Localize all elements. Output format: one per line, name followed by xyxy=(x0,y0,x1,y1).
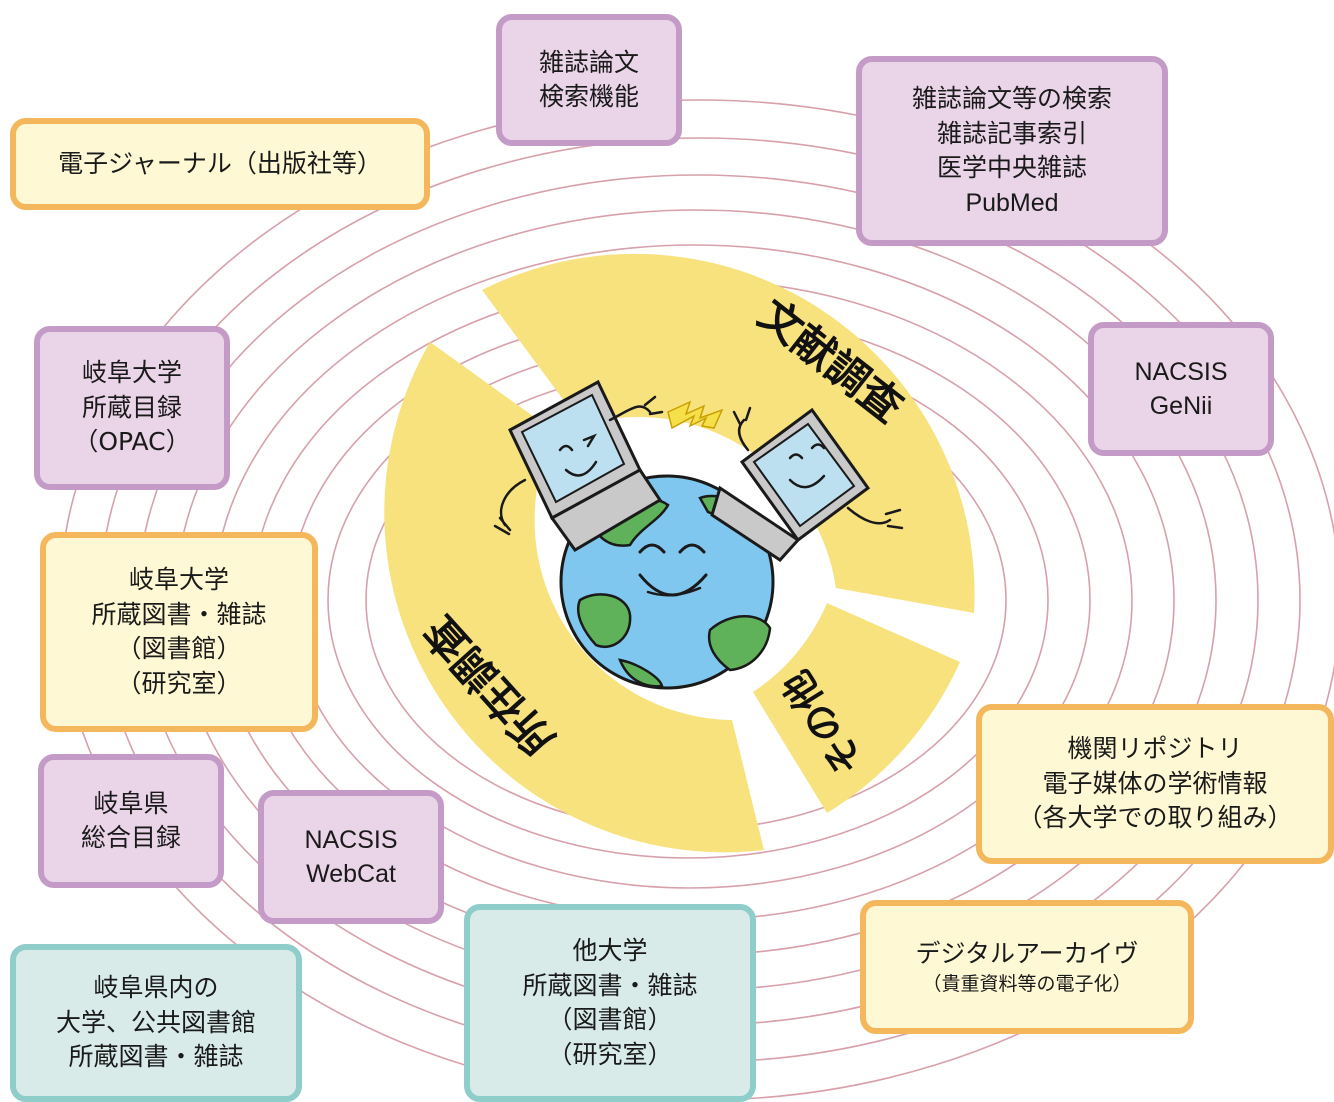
box-line: （各大学での取り組み） xyxy=(1017,803,1293,833)
digital-archive-box[interactable]: デジタルアーカイヴ （貴重資料等の電子化） xyxy=(860,900,1194,1034)
literature-survey-sector xyxy=(482,253,975,614)
other-sector xyxy=(753,603,960,813)
box-line: WebCat xyxy=(306,860,396,888)
box-line: 所蔵図書・雑誌 xyxy=(91,599,267,629)
digital-archive-note: （貴重資料等の電子化） xyxy=(922,973,1132,996)
box-line: NACSIS xyxy=(304,825,398,854)
box-line: 雑誌論文 xyxy=(538,47,639,77)
box-line: 雑誌論文等の検索 xyxy=(911,84,1112,113)
box-line: 所蔵図書・雑誌 xyxy=(522,970,698,1000)
box-line: 検索機能 xyxy=(538,82,639,111)
box-line: （図書館） xyxy=(547,1005,673,1034)
box-line: 電子媒体の学術情報 xyxy=(1042,768,1268,798)
digital-archive-title: デジタルアーカイヴ xyxy=(915,938,1139,968)
article-search-box[interactable]: 雑誌論文等の検索 雑誌記事索引 医学中央雑誌 PubMed xyxy=(856,56,1168,246)
location-survey-sector xyxy=(384,342,764,853)
box-line: 機関リポジトリ xyxy=(1067,734,1243,764)
smiling-globe-icon xyxy=(559,474,775,690)
nacsis-genii-box[interactable]: NACSIS GeNii xyxy=(1088,322,1274,456)
box-line: 所蔵図書・雑誌 xyxy=(68,1042,244,1072)
smiling-computer-icon xyxy=(710,406,904,562)
box-line: 岐阜大学 xyxy=(128,565,229,594)
box-line: 所蔵目録 xyxy=(81,392,182,422)
box-line: NACSIS xyxy=(1134,357,1228,386)
box-line: （研究室） xyxy=(116,668,242,698)
box-line: 岐阜県内の xyxy=(93,973,219,1003)
box-line: 岐阜県 xyxy=(93,788,169,818)
box-line: GeNii xyxy=(1149,392,1213,420)
other-univ-box[interactable]: 他大学 所蔵図書・雑誌 （図書館） （研究室） xyxy=(464,904,756,1102)
pref-libraries-box[interactable]: 岐阜県内の 大学、公共図書館 所蔵図書・雑誌 xyxy=(10,944,302,1102)
nacsis-webcat-box[interactable]: NACSIS WebCat xyxy=(258,790,444,924)
happy-computer-icon xyxy=(493,379,664,552)
gifu-opac-box[interactable]: 岐阜大学 所蔵目録 （OPAC） xyxy=(34,326,230,490)
box-line: （OPAC） xyxy=(73,427,191,457)
lightning-icon xyxy=(667,400,724,430)
box-line: 大学、公共図書館 xyxy=(55,1007,256,1037)
box-line: 総合目録 xyxy=(80,823,181,852)
box-line: 他大学 xyxy=(572,936,648,965)
box-line: 岐阜大学 xyxy=(81,358,182,388)
box-line: （研究室） xyxy=(547,1039,673,1069)
box-line: PubMed xyxy=(965,188,1059,217)
box-line: 雑誌記事索引 xyxy=(936,118,1087,148)
gifu-pref-catalog-box[interactable]: 岐阜県 総合目録 xyxy=(38,754,224,888)
journal-search-box[interactable]: 雑誌論文 検索機能 xyxy=(496,14,682,146)
box-line: 医学中央雑誌 xyxy=(936,153,1087,182)
research-sectors xyxy=(384,253,975,853)
gifu-holdings-box[interactable]: 岐阜大学 所蔵図書・雑誌 （図書館） （研究室） xyxy=(40,532,318,732)
ejournal-box[interactable]: 電子ジャーナル（出版社等） xyxy=(10,118,430,210)
box-line: （図書館） xyxy=(116,634,242,663)
box-line: 電子ジャーナル（出版社等） xyxy=(58,148,382,178)
repository-box[interactable]: 機関リポジトリ 電子媒体の学術情報 （各大学での取り組み） xyxy=(976,704,1334,864)
